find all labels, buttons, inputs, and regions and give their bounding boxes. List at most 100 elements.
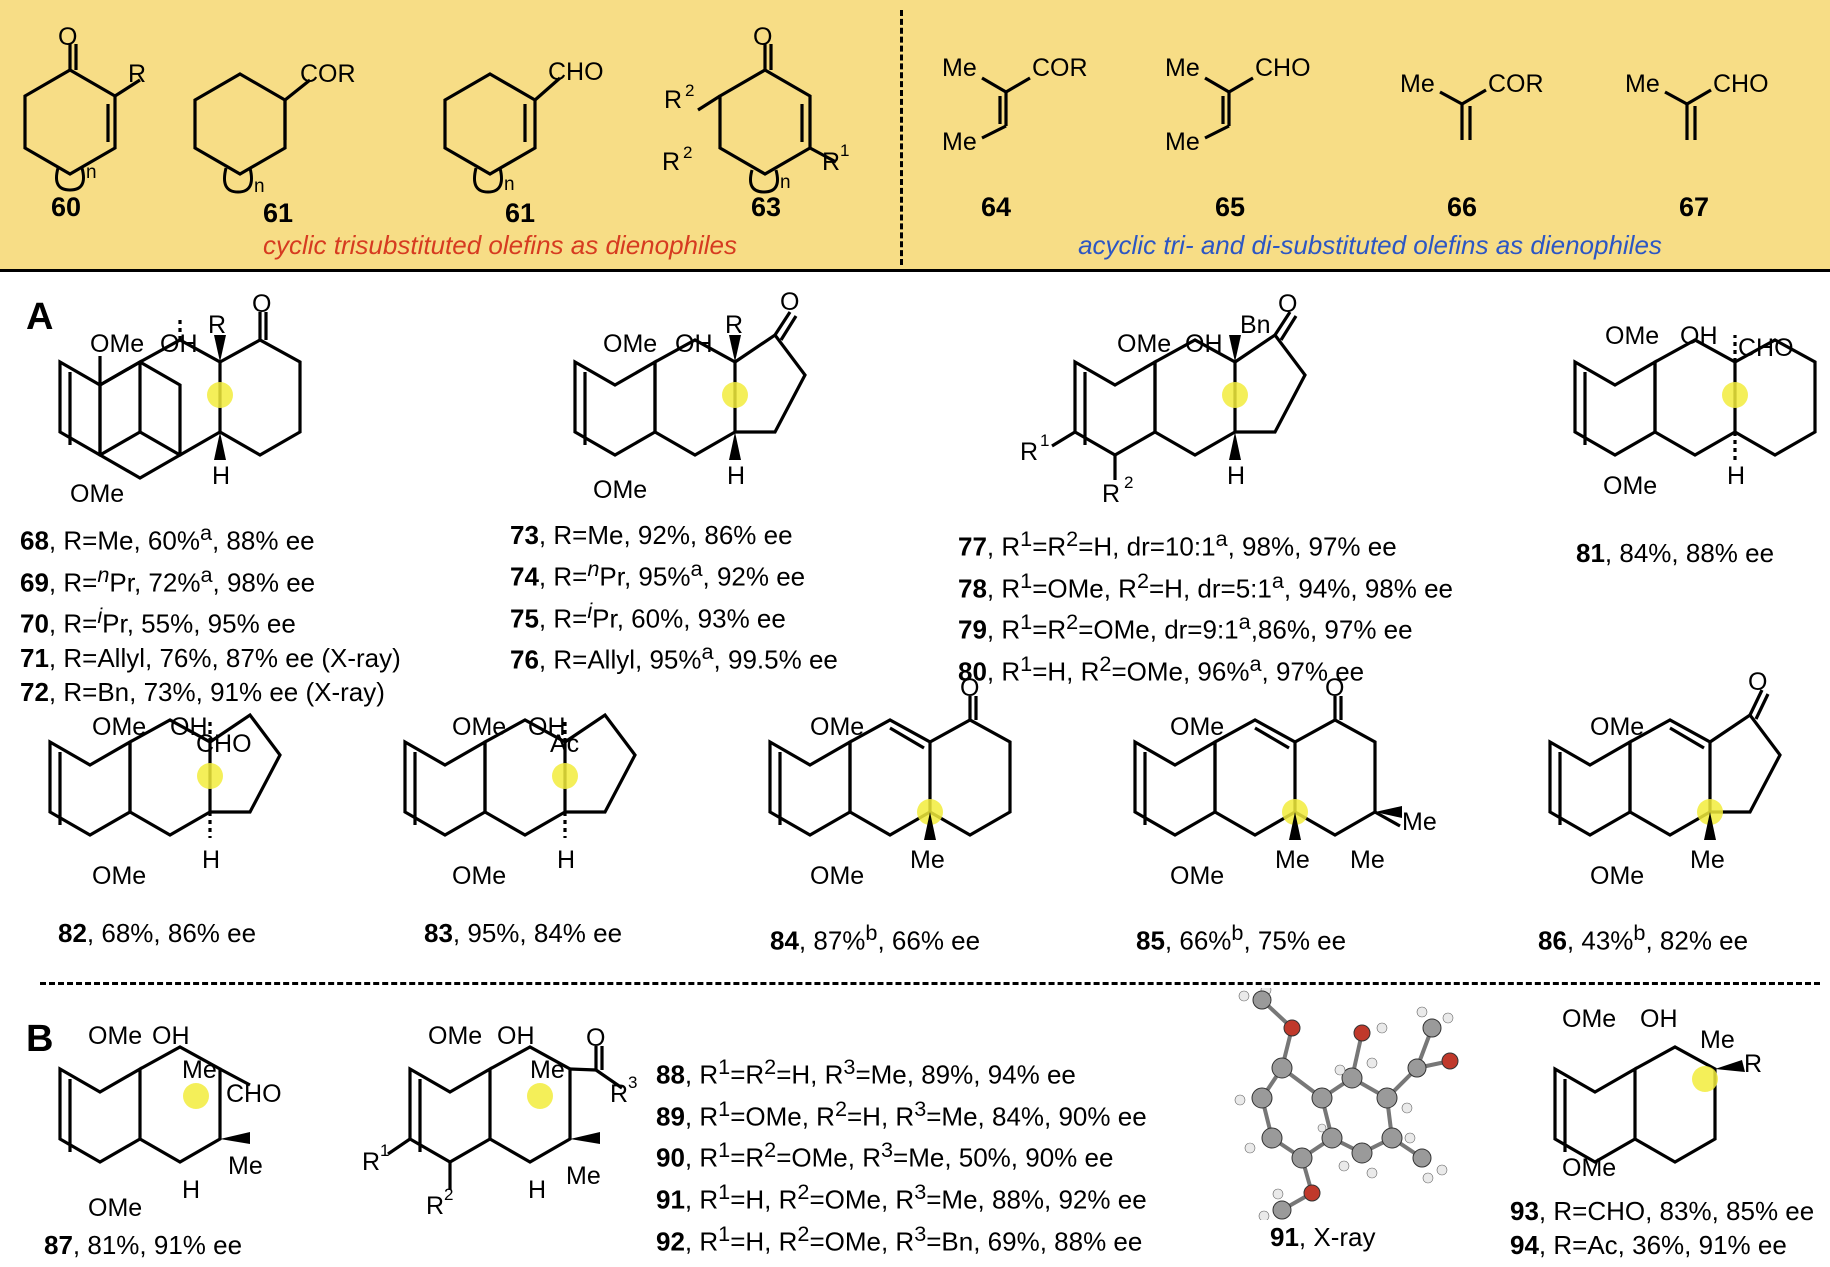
cyclic-caption: cyclic trisubstituted olefins as dienoph… <box>262 230 738 260</box>
svg-text:Me: Me <box>1165 128 1200 156</box>
svg-text:O: O <box>1278 290 1297 318</box>
svg-text:Bn: Bn <box>1240 311 1271 339</box>
structure-88: OMe OH Me O R 3 R 1 R 2 H Me <box>362 1022 637 1220</box>
xray-structure-91 <box>1234 988 1459 1220</box>
label-group-77-80: 77, R1=R2=H, dr=10:1a, 98%, 97% ee 78, R… <box>958 522 1453 689</box>
svg-text:Me: Me <box>1700 1026 1735 1054</box>
svg-text:H: H <box>1727 462 1745 490</box>
svg-text:Me: Me <box>942 128 977 156</box>
label-xray-91: 91, X-ray <box>1270 1222 1376 1252</box>
label-82: 82, 68%, 86% ee <box>58 918 257 948</box>
svg-text:OH: OH <box>160 330 198 358</box>
label-71: 71, R=Allyl, 76%, 87% ee (X-ray) <box>20 642 401 673</box>
label-group-68-72: 68, R=Me, 60%a, 88% ee 69, R=nPr, 72%a, … <box>20 516 401 709</box>
structure-83: OMe OH Ac OMe H <box>403 712 637 890</box>
svg-text:Me: Me <box>942 54 977 82</box>
svg-text:R: R <box>362 1148 380 1176</box>
svg-text:Me: Me <box>1402 808 1437 836</box>
svg-text:OMe: OMe <box>452 862 506 890</box>
svg-text:OMe: OMe <box>1562 1154 1616 1182</box>
svg-text:R: R <box>1744 1050 1762 1078</box>
label-85: 85, 66%b, 75% ee <box>1136 920 1347 956</box>
label-77: 77, R1=R2=H, dr=10:1a, 98%, 97% ee <box>958 526 1397 562</box>
svg-text:H: H <box>727 462 745 490</box>
svg-text:COR: COR <box>1032 54 1088 82</box>
structure-87: OMe OH Me CHO OMe H Me <box>58 1022 282 1222</box>
label-73: 73, R=Me, 92%, 86% ee <box>510 520 793 550</box>
svg-text:OMe: OMe <box>1170 713 1224 741</box>
label-78: 78, R1=OMe, R2=H, dr=5:1a, 94%, 98% ee <box>958 567 1454 604</box>
compound-number: 65 <box>1214 192 1246 222</box>
svg-text:OMe: OMe <box>1603 472 1657 500</box>
svg-text:Me: Me <box>182 1056 217 1084</box>
svg-text:R: R <box>1020 438 1038 466</box>
svg-text:R: R <box>662 148 680 176</box>
svg-text:n: n <box>254 176 265 197</box>
svg-text:2: 2 <box>444 1185 453 1204</box>
svg-text:Ac: Ac <box>550 730 579 758</box>
label-87: 87, 81%, 91% ee <box>44 1230 243 1260</box>
svg-text:OMe: OMe <box>90 330 144 358</box>
label-group-93-94: 93, R=CHO, 83%, 85% ee 94, R=Ac, 36%, 91… <box>1510 1194 1814 1262</box>
svg-text:1: 1 <box>840 141 849 160</box>
label-83: 83, 95%, 84% ee <box>424 918 623 948</box>
svg-text:O: O <box>780 288 799 316</box>
svg-text:2: 2 <box>685 81 694 100</box>
svg-text:COR: COR <box>300 60 356 88</box>
label-90: 90, R1=R2=OMe, R3=Me, 50%, 90% ee <box>656 1137 1114 1173</box>
label-89: 89, R1=OMe, R2=H, R3=Me, 84%, 90% ee <box>656 1095 1147 1132</box>
label-80: 80, R1=H, R2=OMe, 96%a, 97% ee <box>958 650 1365 687</box>
compound-number: 61 <box>262 198 294 228</box>
label-group-73-76: 73, R=Me, 92%, 86% ee 74, R=nPr, 95%a, 9… <box>510 518 838 677</box>
svg-text:OH: OH <box>170 713 208 741</box>
label-72: 72, R=Bn, 73%, 91% ee (X-ray) <box>20 676 385 707</box>
svg-text:Me: Me <box>1275 846 1310 874</box>
label-84: 84, 87%b, 66% ee <box>770 920 981 956</box>
svg-text:OMe: OMe <box>88 1194 142 1222</box>
panel-divider <box>900 10 903 265</box>
label-79: 79, R1=R2=OMe, dr=9:1a,86%, 97% ee <box>958 609 1413 645</box>
compound-number: 64 <box>980 192 1012 222</box>
svg-text:OMe: OMe <box>92 862 146 890</box>
label-88: 88, R1=R2=H, R3=Me, 89%, 94% ee <box>656 1054 1076 1090</box>
svg-text:OMe: OMe <box>92 713 146 741</box>
svg-text:OH: OH <box>497 1022 535 1050</box>
svg-text:O: O <box>252 290 271 318</box>
svg-text:CHO: CHO <box>1738 334 1794 362</box>
svg-text:R: R <box>725 311 743 339</box>
svg-text:O: O <box>586 1024 605 1052</box>
compound-number: 66 <box>1446 192 1478 222</box>
label-81: 81, 84%, 88% ee <box>1576 538 1775 568</box>
section-a-label: A <box>26 296 54 338</box>
svg-text:1: 1 <box>380 1141 389 1160</box>
structure-82: OMe OH CHO OMe H <box>48 712 282 890</box>
svg-text:OMe: OMe <box>1590 713 1644 741</box>
svg-text:2: 2 <box>1124 473 1133 492</box>
svg-text:OMe: OMe <box>88 1022 142 1050</box>
structure-85: OMe O OMe Me Me Me <box>1133 674 1437 890</box>
structure-60: O R n COR n CHO n O <box>23 23 1769 197</box>
structure-73: OMe OH R O OMe H <box>573 288 807 504</box>
svg-text:Me: Me <box>1690 846 1725 874</box>
svg-text:OH: OH <box>1680 322 1718 350</box>
svg-text:n: n <box>86 162 97 183</box>
svg-text:Me: Me <box>1400 70 1435 98</box>
label-86: 86, 43%b, 82% ee <box>1538 920 1749 956</box>
dienophile-panel: cyclic trisubstituted olefins as dienoph… <box>0 0 1830 272</box>
structure-68: OMe OH R O OMe H <box>58 290 302 508</box>
structure-84: OMe O OMe Me <box>768 674 1012 890</box>
svg-text:H: H <box>182 1176 200 1204</box>
svg-text:OMe: OMe <box>428 1022 482 1050</box>
svg-text:OMe: OMe <box>810 713 864 741</box>
svg-text:COR: COR <box>1488 70 1544 98</box>
structure-93: OMe OH Me R OMe <box>1553 1005 1762 1182</box>
label-93: 93, R=CHO, 83%, 85% ee <box>1510 1196 1815 1226</box>
svg-text:H: H <box>212 462 230 490</box>
svg-text:H: H <box>528 1176 546 1204</box>
svg-text:OMe: OMe <box>1117 330 1171 358</box>
svg-text:O: O <box>960 674 979 702</box>
svg-text:2: 2 <box>683 143 692 162</box>
svg-text:OMe: OMe <box>1170 862 1224 890</box>
